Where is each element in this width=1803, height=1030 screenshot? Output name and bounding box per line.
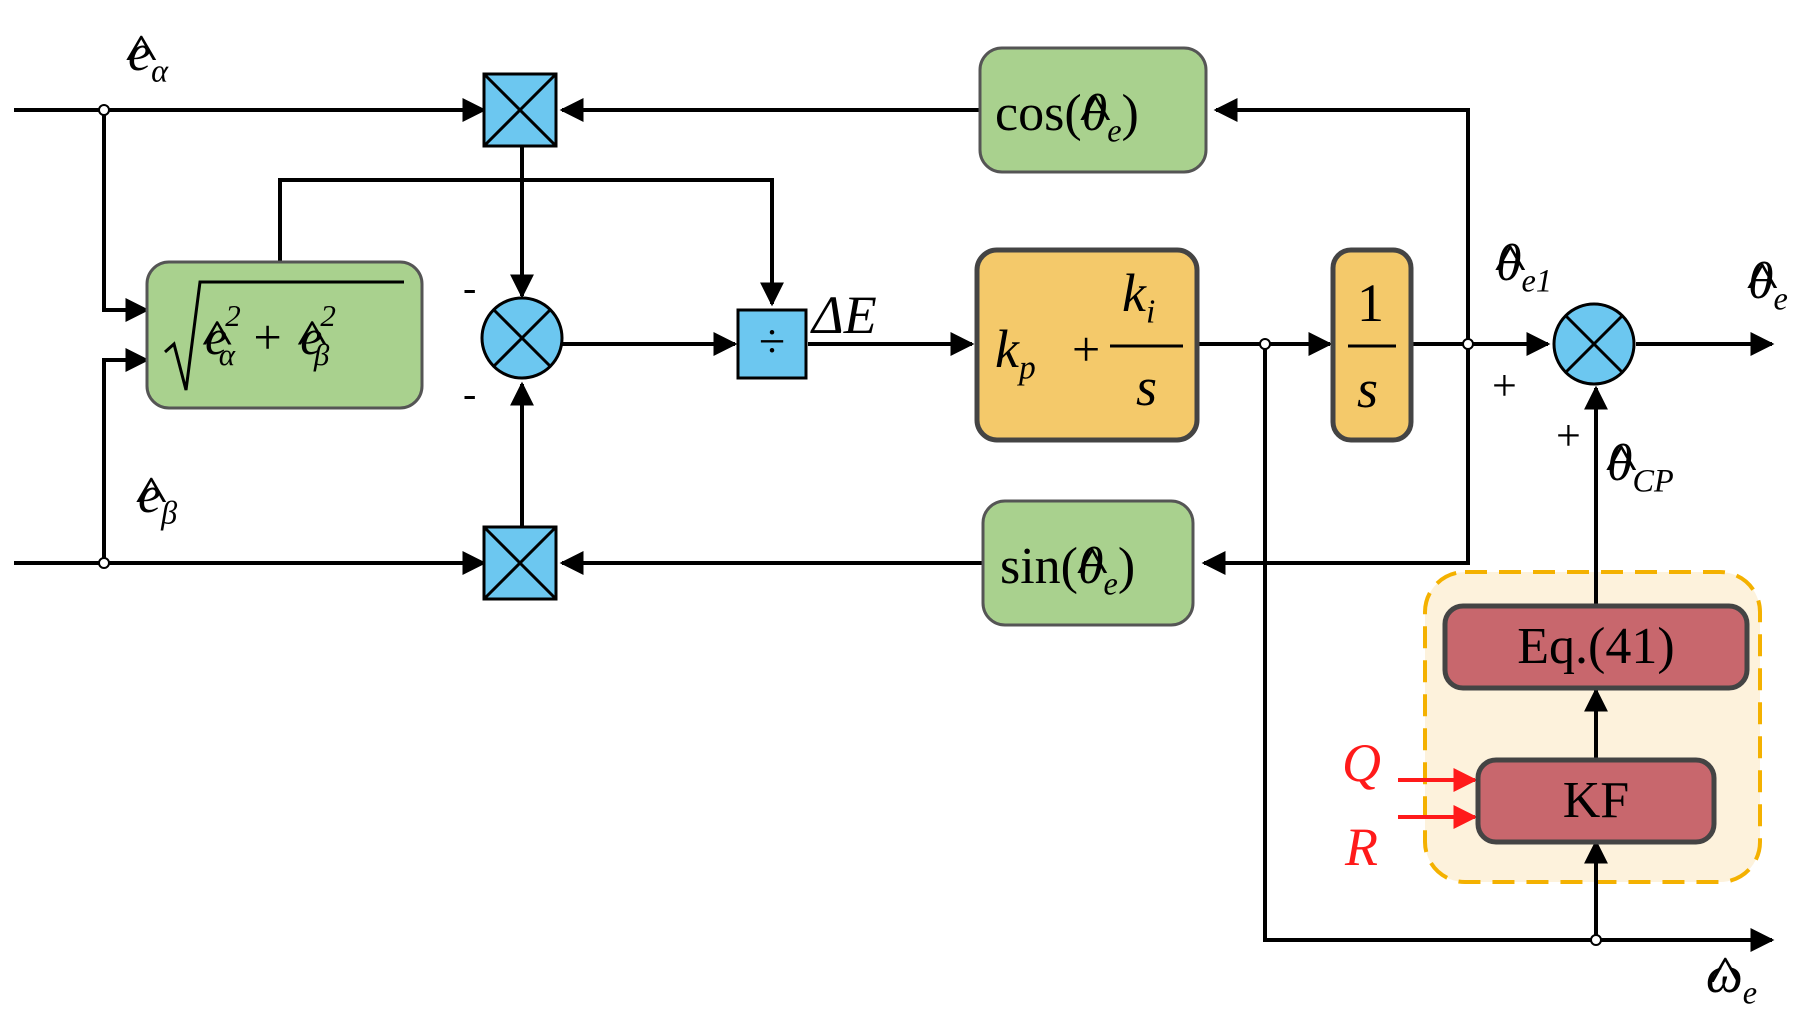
junction-dot — [98, 104, 110, 116]
junction-dot — [98, 557, 110, 569]
pi-controller-block — [974, 247, 1200, 443]
sum-junction-error-cross — [492, 308, 552, 368]
wire-feedback-cos — [1213, 98, 1470, 344]
multiplier-top-cross — [482, 72, 558, 148]
sqrt-radical-sign — [164, 280, 404, 391]
wire-beta-to-sqrt — [102, 348, 150, 563]
multiplier-bottom-cross — [482, 525, 558, 601]
sqrt-block — [145, 260, 424, 410]
junction-dot — [1590, 934, 1602, 946]
wire-feedback-sin — [1201, 344, 1470, 575]
junction-dot — [1462, 338, 1474, 350]
cos-block — [978, 46, 1208, 174]
wire-alpha-to-sqrt — [102, 110, 150, 322]
eq41-block — [1442, 603, 1750, 691]
junction-dot — [1259, 338, 1271, 350]
sum-junction-output-cross — [1564, 314, 1624, 374]
divide-block — [736, 308, 808, 380]
kf-block — [1475, 757, 1717, 845]
wire-sqrt-to-divide — [278, 178, 784, 307]
wire-omega — [1263, 344, 1775, 952]
sin-block — [981, 499, 1195, 627]
